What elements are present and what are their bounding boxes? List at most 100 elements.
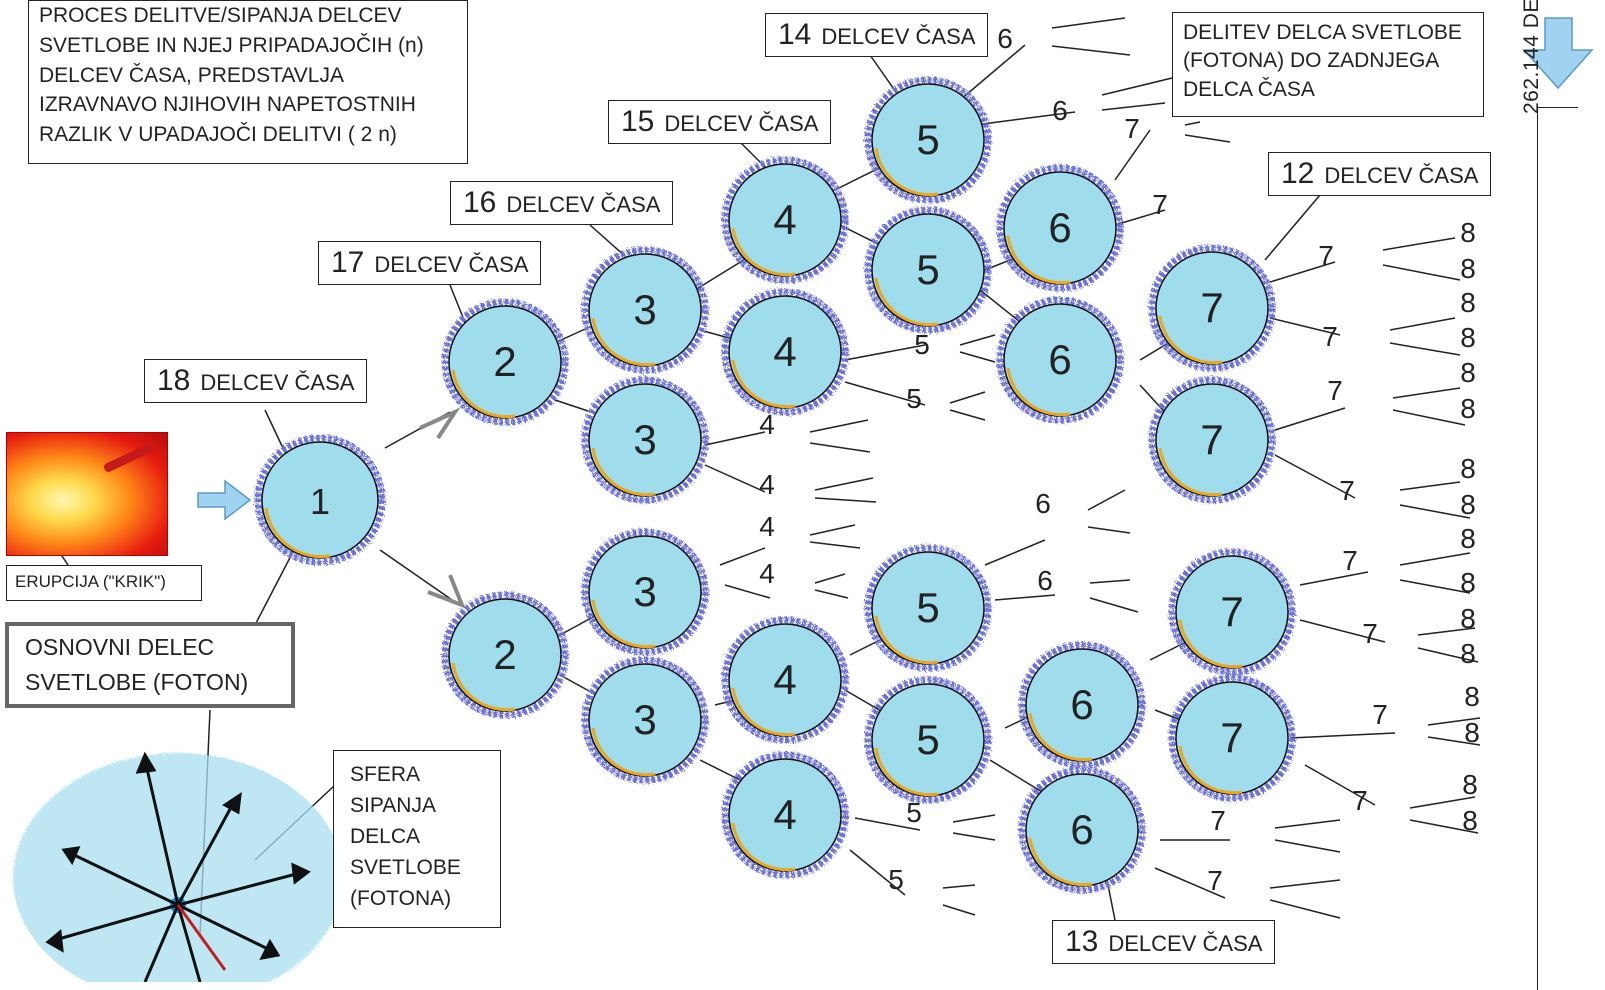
node-label: 3 (633, 416, 656, 463)
node-label: 4 (773, 328, 796, 375)
branch-number: 7 (1372, 699, 1388, 730)
branch-number: 7 (1327, 375, 1343, 406)
node-label: 4 (773, 656, 796, 703)
branch-number: 4 (759, 469, 775, 500)
basic-particle-text: OSNOVNI DELEC SVETLOBE (FOTON) (25, 634, 249, 695)
node-circle: 5 (864, 676, 992, 804)
branch-number: 8 (1460, 603, 1476, 634)
vertical-caption: 262.144 DELITV RAZKRIVA ZGOŠČENOST OSNOV… (1520, 0, 1578, 990)
sphere-text: SFERA SIPANJA DELCA SVETLOBE (FOTONA) (350, 763, 461, 911)
node-label: 6 (1070, 681, 1093, 728)
branch-number: 8 (1462, 805, 1478, 836)
node-circle: 1 (254, 434, 386, 566)
branch-number: 8 (1460, 393, 1476, 424)
time-label-number: 18 (157, 364, 191, 397)
time-label-15: 15 DELCEV ČASA (608, 100, 832, 144)
node-circle: 4 (721, 288, 849, 416)
node-label: 5 (916, 584, 939, 631)
node-circle: 2 (441, 298, 569, 426)
branch-number: 6 (997, 23, 1013, 54)
branch-number: 4 (759, 511, 775, 542)
time-label-text: DELCEV ČASA (821, 24, 976, 49)
time-label-text: DELCEV ČASA (1324, 163, 1479, 188)
process-description: PROCES DELITVE/SIPANJA DELCEV SVETLOBE I… (28, 0, 468, 164)
time-label-text: DELCEV ČASA (374, 252, 529, 277)
time-label-18: 18 DELCEV ČASA (144, 359, 368, 403)
branch-number: 8 (1460, 638, 1476, 669)
branch-number: 7 (1318, 240, 1334, 271)
node-label: 7 (1200, 284, 1223, 331)
node-label: 1 (310, 481, 330, 522)
node-circle: 5 (864, 76, 992, 204)
node-circle: 6 (1018, 766, 1146, 894)
sphere-scatter-icon (13, 751, 343, 982)
node-circle: 7 (1148, 244, 1276, 372)
node-label: 4 (773, 791, 796, 838)
eruption-text: ERUPCIJA ("KRIK") (15, 572, 166, 591)
branch-number: 7 (1342, 545, 1358, 576)
eruption-label: ERUPCIJA ("KRIK") (6, 565, 202, 601)
time-label-number: 13 (1065, 925, 1099, 958)
red-arrow-icon (102, 441, 157, 474)
branch-number: 8 (1460, 523, 1476, 554)
branch-number: 4 (759, 409, 775, 440)
branch-number: 7 (1207, 865, 1223, 896)
branch-number: 7 (1352, 785, 1368, 816)
node-circle: 5 (864, 544, 992, 672)
branch-number: 7 (1152, 189, 1168, 220)
process-text: PROCES DELITVE/SIPANJA DELCEV SVETLOBE I… (39, 4, 424, 147)
branch-number: 7 (1210, 805, 1226, 836)
node-label: 5 (916, 716, 939, 763)
node-circle: 6 (1018, 641, 1146, 769)
node-label: 7 (1220, 588, 1243, 635)
branch-number: 8 (1460, 253, 1476, 284)
branch-number: 8 (1464, 717, 1480, 748)
time-label-text: DELCEV ČASA (664, 111, 819, 136)
node-label: 6 (1048, 336, 1071, 383)
branch-number: 4 (759, 558, 775, 589)
tail-lines (809, 17, 1481, 919)
time-label-number: 15 (621, 105, 655, 138)
time-label-17: 17 DELCEV ČASA (318, 241, 542, 285)
branch-number: 8 (1462, 769, 1478, 800)
node-circle: 7 (1168, 548, 1296, 676)
eruption-photo (6, 432, 168, 556)
time-label-12: 12 DELCEV ČASA (1268, 152, 1492, 196)
node-label: 2 (493, 338, 516, 385)
node-label: 3 (633, 568, 656, 615)
right-arrow-icon (197, 479, 252, 521)
node-circle: 4 (721, 616, 849, 744)
node-circle: 2 (441, 591, 569, 719)
branch-number: 5 (906, 797, 922, 828)
branch-number: 7 (1362, 618, 1378, 649)
branch-number: 8 (1460, 357, 1476, 388)
branch-number: 8 (1460, 217, 1476, 248)
time-label-text: DELCEV ČASA (200, 370, 355, 395)
branch-number: 7 (1339, 475, 1355, 506)
node-label: 6 (1048, 204, 1071, 251)
division-description: DELITEV DELCA SVETLOBE (FOTONA) DO ZADNJ… (1172, 12, 1484, 117)
node-circle: 3 (581, 528, 709, 656)
node-circle: 4 (721, 751, 849, 879)
branch-number: 7 (1322, 321, 1338, 352)
node-circle: 3 (581, 376, 709, 504)
node-label: 2 (493, 631, 516, 678)
vertical-caption-text: 262.144 DELITV RAZKRIVA ZGOŠČENOST OSNOV… (1520, 0, 1544, 114)
time-label-number: 17 (331, 246, 365, 279)
node-circle: 7 (1148, 376, 1276, 504)
branch-number: 8 (1460, 322, 1476, 353)
split-arrows (419, 407, 466, 609)
node-label: 5 (916, 116, 939, 163)
time-label-number: 12 (1281, 157, 1315, 190)
node-label: 3 (633, 286, 656, 333)
branch-number: 8 (1464, 681, 1480, 712)
node-label: 4 (773, 196, 796, 243)
branch-number: 8 (1460, 453, 1476, 484)
branch-number: 8 (1460, 287, 1476, 318)
branch-number: 5 (914, 329, 930, 360)
node-circle: 3 (581, 246, 709, 374)
node-circle: 3 (581, 656, 709, 784)
